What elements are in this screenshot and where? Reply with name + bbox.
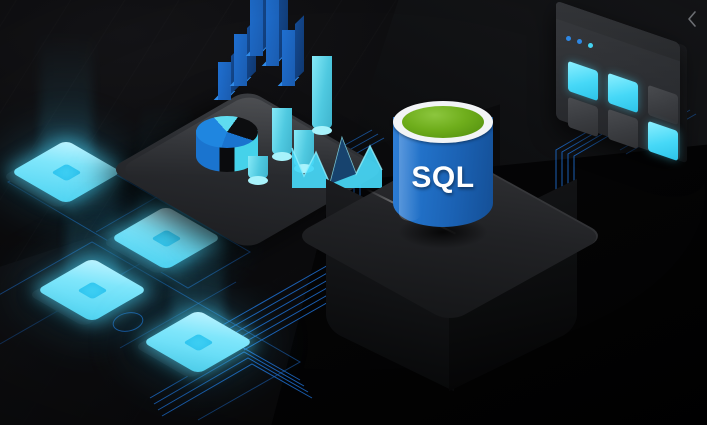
window-dot-3[interactable]	[588, 43, 593, 48]
cylinder-body	[312, 56, 332, 130]
database-label: SQL	[411, 161, 475, 194]
carousel-prev-button[interactable]	[681, 6, 703, 32]
bar-face	[234, 34, 247, 86]
cylinder-body	[272, 108, 292, 156]
pie-top	[196, 116, 258, 148]
sql-database-cylinder[interactable]: SQL	[381, 101, 505, 255]
bar-face	[250, 0, 263, 56]
device-chip-1[interactable]	[2, 34, 126, 222]
device-chip-4[interactable]	[134, 204, 258, 392]
bar-face	[266, 0, 279, 66]
bar-side	[295, 15, 304, 80]
cylinder-top	[248, 176, 268, 185]
chevron-left-icon	[688, 11, 696, 27]
bar-face	[218, 62, 231, 100]
window-dot-1[interactable]	[566, 36, 571, 41]
window-side-edge	[679, 43, 687, 164]
window-dot-2[interactable]	[577, 39, 582, 44]
device-chip-3[interactable]	[28, 152, 152, 340]
bar-face	[282, 30, 295, 86]
database-top-fill	[402, 106, 484, 138]
dashboard-window[interactable]	[556, 0, 694, 172]
cylinder-top	[272, 152, 292, 161]
